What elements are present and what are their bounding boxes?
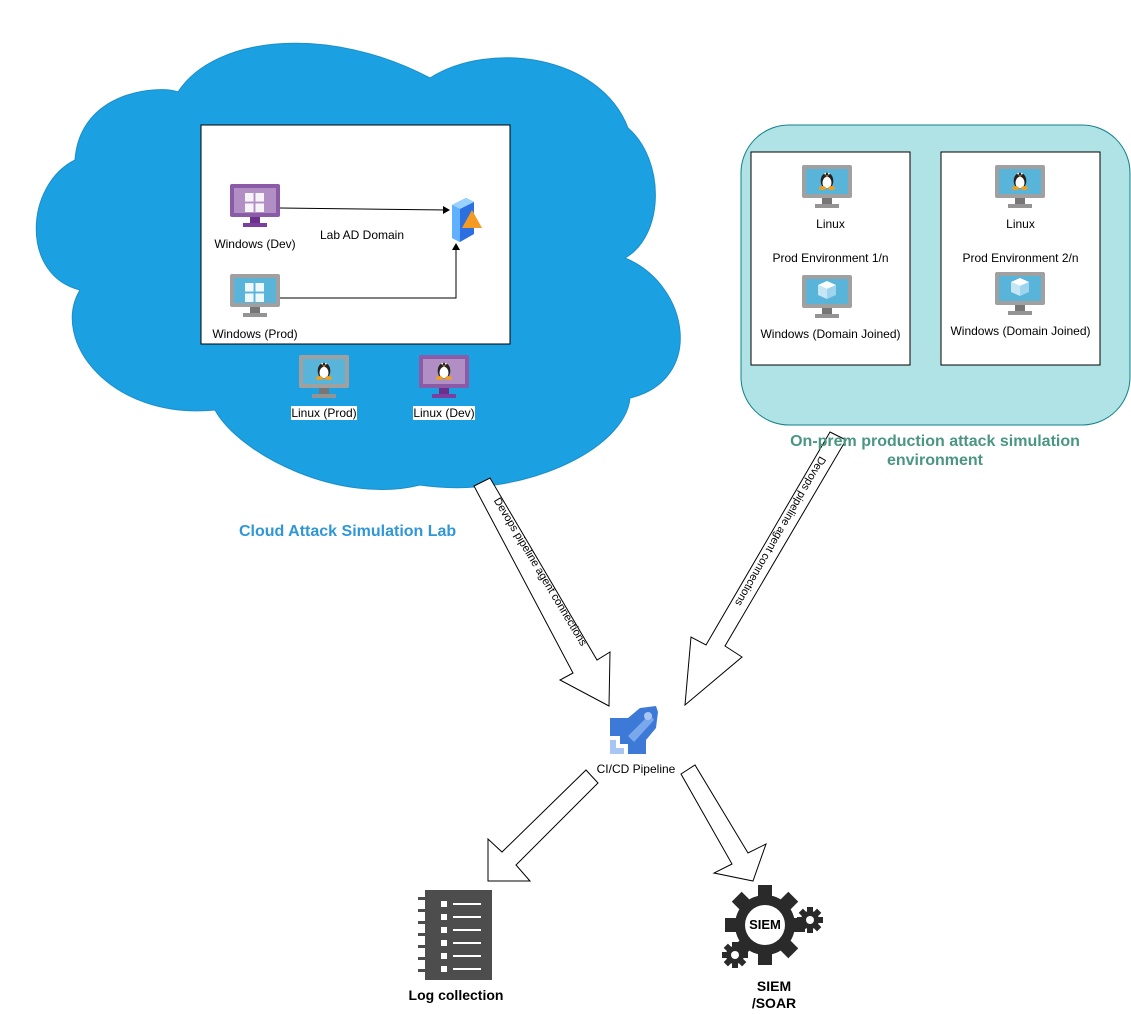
pipeline-label: CI/CD Pipeline [596,762,676,776]
log-notebook-icon [418,890,492,980]
env1-linux-label: Linux [816,217,845,231]
env1-windows-label: Windows (Domain Joined) [760,327,901,341]
pipeline-to-siem-arrow [680,764,767,882]
siem-icon-text: SIEM [749,917,781,932]
env1-title: Prod Environment 1/n [772,251,889,265]
lab-ad-domain-label: Lab AD Domain [319,228,405,242]
onprem-title-line1: On-prem production attack simulation [790,433,1080,450]
onprem-title: On-prem production attack simulation env… [770,432,1100,470]
siem-label-line2: /SOAR [751,995,797,1011]
pipeline-to-log-arrow [487,769,599,882]
siem-gears-icon [722,885,823,968]
linux-dev-label: Linux (Dev) [413,406,475,420]
siem-soar-label: SIEM /SOAR [724,978,824,1012]
onprem-to-pipeline-arrow [684,431,847,707]
prod-to-dc-connector [280,243,460,299]
env2-windows-label: Windows (Domain Joined) [950,324,1091,338]
env2-title: Prod Environment 2/n [962,251,1079,265]
dev-to-dc-connector [279,206,450,214]
linux-prod-label-wrap: Linux (Prod) [274,406,374,420]
cloud-to-pipeline-arrow [473,477,611,707]
windows-dev-label: Windows (Dev) [214,237,296,251]
azure-pipelines-rocket-icon [610,706,658,754]
cloud-lab-title: Cloud Attack Simulation Lab [239,523,457,540]
linux-prod-label: Linux (Prod) [291,406,357,420]
siem-label-line1: SIEM [756,978,792,994]
windows-prod-label: Windows (Prod) [212,327,298,341]
env2-linux-label: Linux [1006,217,1035,231]
active-directory-server-icon [452,198,482,242]
linux-dev-label-wrap: Linux (Dev) [394,406,494,420]
onprem-title-line2: environment [886,452,983,469]
log-collection-label: Log collection [408,987,504,1003]
